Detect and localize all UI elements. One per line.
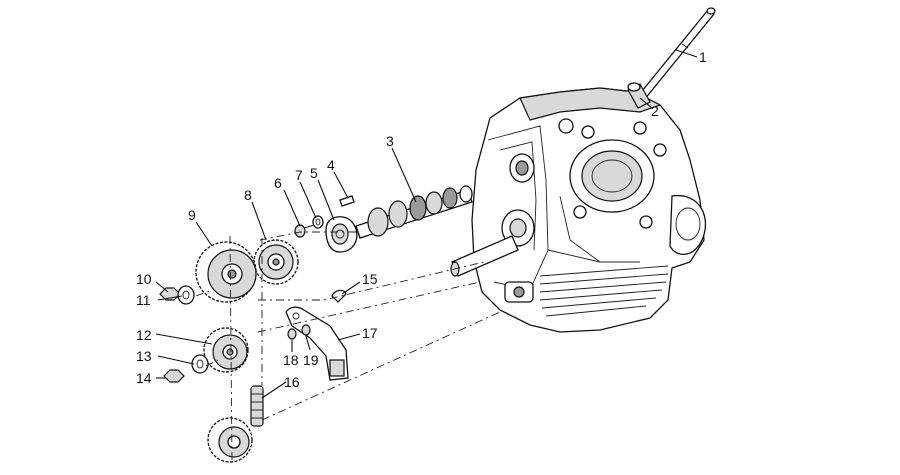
- part-12-gear: [203, 327, 249, 373]
- part-9-large-gear: [195, 241, 257, 303]
- part-6-bolt: [294, 224, 315, 238]
- callout-12: 12: [136, 327, 152, 343]
- callout-labels: 1 2 3 4 5 6 7 8 9 10 11 12 13 14 15 16 1…: [136, 49, 707, 390]
- bottom-sprocket: [207, 417, 253, 463]
- callout-6: 6: [274, 175, 282, 191]
- part-16-chain: [250, 385, 264, 427]
- part-18-bolt: [287, 328, 297, 340]
- part-7-washer: [312, 215, 324, 229]
- leader-lines: [155, 49, 698, 399]
- callout-10: 10: [136, 271, 152, 287]
- part-19-bolt: [301, 324, 311, 336]
- callout-14: 14: [136, 370, 152, 386]
- callout-13: 13: [136, 348, 152, 364]
- part-3-camshaft: [355, 185, 473, 239]
- part-5-plate: [325, 216, 358, 253]
- crankcase: [471, 87, 707, 333]
- callout-19: 19: [303, 352, 319, 368]
- callout-3: 3: [386, 133, 394, 149]
- part-4-key: [339, 195, 355, 207]
- callout-16: 16: [284, 374, 300, 390]
- callout-5: 5: [310, 165, 318, 181]
- callout-18: 18: [283, 352, 299, 368]
- part-17-bracket: [285, 306, 349, 381]
- callout-2: 2: [651, 103, 659, 119]
- callout-9: 9: [188, 207, 196, 223]
- part-8-cam-gear: [253, 239, 299, 285]
- part-14-nut: [163, 369, 185, 383]
- callout-15: 15: [362, 271, 378, 287]
- callout-17: 17: [362, 325, 378, 341]
- part-11-washer: [177, 285, 195, 305]
- part-13-washer: [191, 354, 209, 374]
- callout-7: 7: [295, 167, 303, 183]
- callout-4: 4: [327, 157, 335, 173]
- callout-11: 11: [136, 292, 151, 308]
- callout-8: 8: [244, 187, 252, 203]
- assembly-centerlines: [195, 231, 501, 463]
- callout-1: 1: [699, 49, 707, 65]
